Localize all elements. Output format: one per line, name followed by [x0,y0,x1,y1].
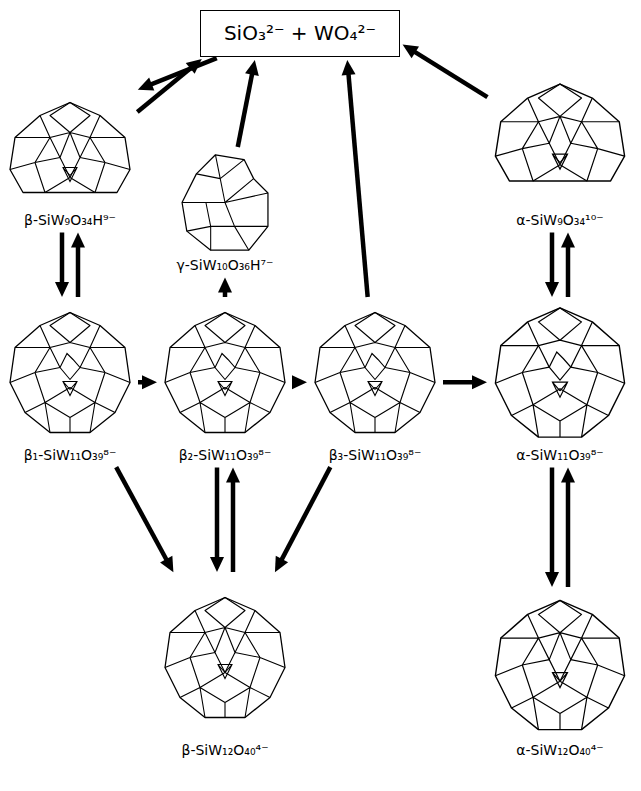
arrow-shaft [443,380,476,385]
arrow-head [142,375,157,389]
product-box: SiO₃²⁻ + WO₄²⁻ [200,10,400,57]
reaction-arrow [545,233,559,298]
anion-formula: α-SiW₉O₃₄¹⁰⁻ [516,212,603,230]
reaction-arrow [292,375,307,389]
reaction-arrow [55,233,69,298]
reaction-arrow [210,468,224,573]
anion-formula: β-SiW₉O₃₄H⁹⁻ [24,212,116,230]
reaction-arrow [226,468,240,573]
arrow-head [545,572,559,587]
anion-formula: β₃-SiW₁₁O₃₉⁸⁻ [329,447,422,465]
alpha-siw12-structure [495,600,624,729]
arrow-shaft [116,467,168,563]
arrow-shaft [566,479,571,588]
arrow-head [292,375,307,389]
anion-formula: α-SiW₁₂O₄₀⁴⁻ [516,742,603,760]
reaction-arrow [238,60,259,147]
arrow-shaft [215,468,220,562]
structure-node: β-SiW₁₂O₄₀⁴⁻ [160,575,290,760]
arrow-head [210,557,224,572]
reaction-arrow [561,468,575,588]
anion-formula: α-SiW₁₁O₃₉⁸⁻ [516,447,603,465]
arrow-shaft [60,233,65,287]
anion-formula: β₁-SiW₁₁O₃₉⁸⁻ [24,447,117,465]
arrow-head [342,60,356,76]
reaction-arrow [116,467,173,572]
arrow-head [561,468,575,483]
arrow-shaft [550,468,555,577]
arrow-shaft [550,233,555,287]
structure-node: β₂-SiW₁₁O₃₉⁸⁻ [160,300,290,465]
alpha-siw11-structure [495,308,624,437]
arrow-shaft [148,58,217,85]
arrow-shaft [412,50,488,97]
arrow-head [55,282,69,297]
arrow-head [275,556,288,573]
arrow-head [226,468,240,483]
structure-node: β₁-SiW₁₁O₃₉⁸⁻ [5,300,135,465]
anion-formula: β-SiW₁₂O₄₀⁴⁻ [181,742,268,760]
product-formula: SiO₃²⁻ + WO₄²⁻ [224,21,376,46]
anion-formula: γ-SiW₁₀O₃₆H⁷⁻ [177,257,274,275]
arrow-head [218,278,232,293]
reaction-arrow [275,467,330,572]
arrow-shaft [238,71,253,147]
structure-node: γ-SiW₁₀O₃₆H⁷⁻ [175,150,276,275]
structure-node: β₃-SiW₁₁O₃₉⁸⁻ [310,300,440,465]
reaction-arrow [138,58,217,90]
reaction-arrow [561,233,575,298]
reaction-arrow [71,233,85,298]
alpha-siw9-structure [495,84,624,181]
reaction-arrow [342,60,368,297]
reaction-arrow [218,278,232,298]
arrow-head [403,44,419,58]
reaction-arrow [545,468,559,588]
reaction-arrow [443,375,487,389]
arrow-head [472,375,487,389]
arrow-shaft [348,71,367,297]
arrow-head [245,60,259,76]
arrow-shaft [76,244,81,298]
gamma-siw10-structure [182,155,268,250]
beta2-siw11-structure [165,313,285,433]
structure-node: α-SiW₁₁O₃₉⁸⁻ [490,300,630,465]
structure-node: α-SiW₉O₃₄¹⁰⁻ [490,55,630,230]
arrow-head [561,233,575,248]
arrow-head [545,282,559,297]
arrow-shaft [231,479,236,573]
structure-node: α-SiW₁₂O₄₀⁴⁻ [490,590,630,760]
beta1-siw11-structure [10,313,130,433]
reaction-arrow [138,375,157,389]
beta-siw9-structure [10,103,130,193]
arrow-shaft [280,467,330,562]
arrow-head [160,556,173,573]
anion-formula: β₂-SiW₁₁O₃₉⁸⁻ [179,447,272,465]
arrow-shaft [566,244,571,298]
beta3-siw11-structure [315,313,435,433]
arrow-head [71,233,85,248]
structure-node: β-SiW₉O₃₄H⁹⁻ [5,85,135,230]
arrow-head [138,78,155,91]
reaction-arrow [403,44,488,97]
beta-siw12-structure [165,598,285,718]
